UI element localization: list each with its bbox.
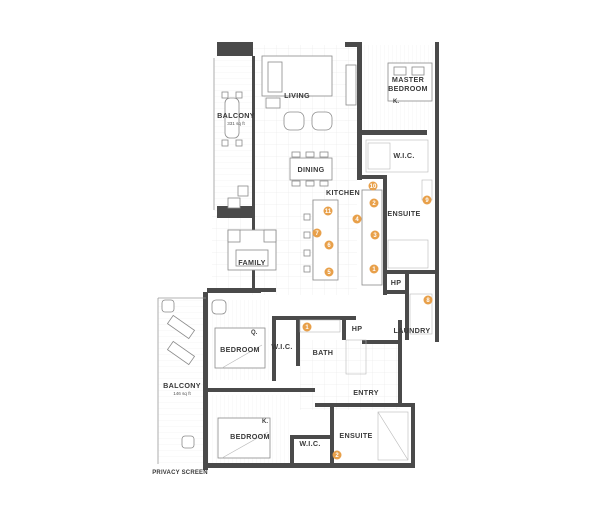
kitchen-floor [345,45,357,295]
wic-bedroom-k-label: W.I.C. [299,439,320,448]
master-bed [387,62,433,102]
bedroom-q-label: BEDROOM [220,345,260,354]
dining-furniture [289,151,333,187]
balcony-top-label: BALCONY [217,111,255,120]
marker-6: 6 [324,240,334,250]
dining-label: DINING [298,165,325,174]
marker-2-upper: 2 [369,198,379,208]
marker-5-num: 5 [327,270,331,276]
marker-4: 4 [352,214,362,224]
privacy-screen-label: PRIVACY SCREEN [152,470,208,476]
walls [203,42,439,470]
balcony-bottom-furniture [161,299,196,449]
ensuite-lower-label: ENSUITE [339,431,372,440]
wic-master-label: W.I.C. [393,151,414,160]
bedroom-k-size: K. [262,419,268,425]
marker-7: 7 [312,228,322,238]
marker-4-num: 4 [355,217,359,223]
marker-11: 11 [323,206,333,216]
marker-11-num: 11 [325,209,332,215]
marker-1-lower: 1 [302,322,312,332]
balcony-bottom-area: 146 sq ft [173,391,191,396]
marker-10: 10 [368,181,378,191]
marker-2-lower-num: 2 [335,453,339,459]
marker-8: 8 [423,295,433,305]
bedroom-k-bed [217,417,271,459]
hp-upper-label: HP [391,278,402,287]
balcony-top-area: 331 sq ft [227,121,245,126]
marker-8-num: 8 [426,298,430,304]
marker-5: 5 [324,267,334,277]
marker-2-upper-num: 2 [372,201,376,207]
marker-3: 3 [370,230,380,240]
marker-1-upper-num: 1 [372,267,376,273]
living-furniture [261,55,357,131]
master-bedroom-label-line1: MASTER [392,75,425,84]
hp-lower-label: HP [352,324,363,333]
entry-floor [300,340,400,410]
marker-3-num: 3 [373,233,377,239]
living-label: LIVING [284,91,310,100]
marker-6-num: 6 [327,243,331,249]
bedroom-q-bed [211,299,266,369]
balcony-railings [157,58,215,464]
bath-label: BATH [313,348,334,357]
marker-9-num: 9 [425,198,429,204]
marker-1-upper: 1 [369,264,379,274]
master-bedroom-label-line2: BEDROOM [388,84,428,93]
marker-7-num: 7 [315,231,319,237]
marker-2-lower: 2 [332,450,342,460]
family-label: FAMILY [238,258,266,267]
balcony-bottom-label: BALCONY [163,381,201,390]
bedroom-q-size: Q. [251,330,258,336]
bedroom-k-label: BEDROOM [230,432,270,441]
interior-lines [299,139,433,461]
balcony-top-furniture [221,91,249,209]
family-furniture [227,229,277,271]
laundry-label: LAUNDRY [394,326,431,335]
marker-10-num: 10 [370,184,377,190]
marker-1-lower-num: 1 [305,325,309,331]
wic-bedroom-q-label: W.I.C. [271,342,292,351]
ensuite-master-label: ENSUITE [387,209,420,218]
kitchen-label: KITCHEN [326,188,360,197]
marker-9: 9 [422,195,432,205]
entry-label: ENTRY [353,388,379,397]
master-bed-size: K. [393,99,399,105]
